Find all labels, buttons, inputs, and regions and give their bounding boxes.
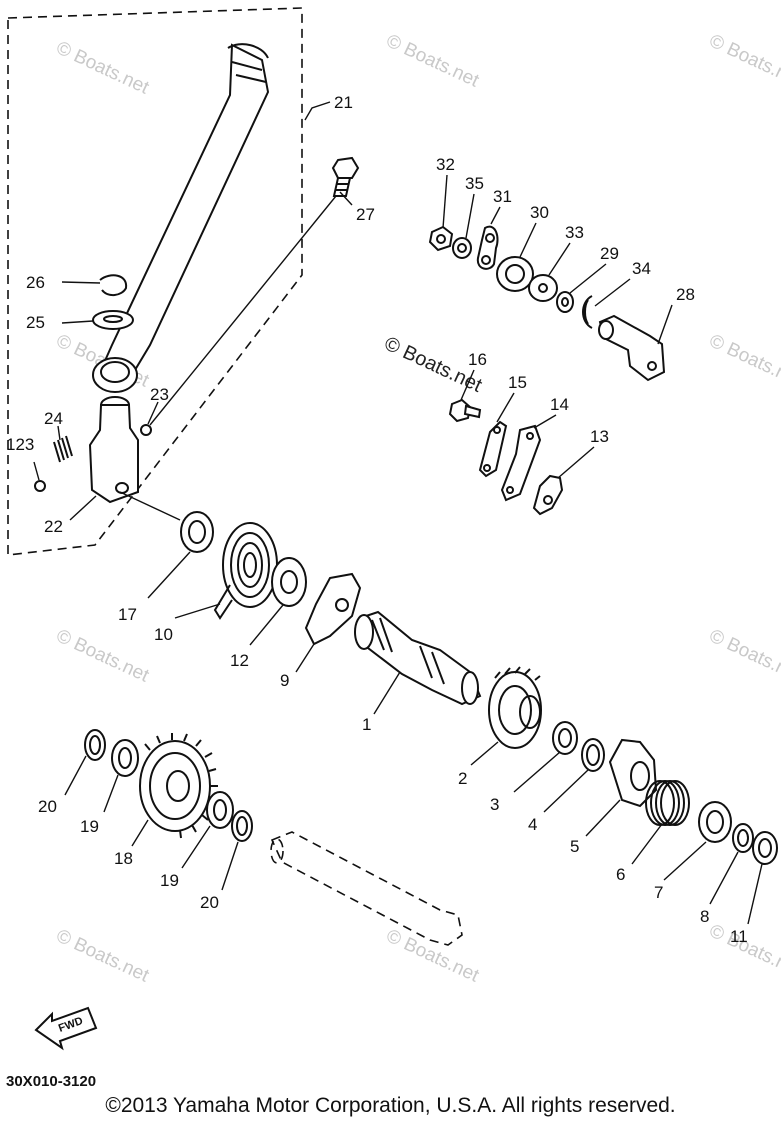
circlip-34 <box>582 295 593 329</box>
spring-6 <box>645 780 690 826</box>
watermark: © Boats.net <box>706 330 781 391</box>
copyright-notice: ©2013 Yamaha Motor Corporation, U.S.A. A… <box>105 1094 676 1117</box>
circlip-20 <box>84 729 106 761</box>
spring-24 <box>53 435 73 463</box>
reference-shaft <box>270 831 463 946</box>
callout-32: 32 <box>436 155 455 174</box>
callout-1: 1 <box>362 715 371 734</box>
kick-axle-1 <box>354 610 482 706</box>
circlip-4 <box>581 738 605 772</box>
circlip-26 <box>99 274 128 296</box>
callout-31: 31 <box>493 187 512 206</box>
callout-5: 5 <box>570 837 579 856</box>
callout-16: 16 <box>468 350 487 369</box>
bolt-27 <box>331 156 360 197</box>
washer-3 <box>552 721 578 755</box>
callout-22: 22 <box>44 517 63 536</box>
nut-32 <box>428 225 454 252</box>
plate-14 <box>500 424 542 502</box>
watermark: © Boats.net <box>53 37 153 98</box>
oil-seal-17 <box>180 511 214 553</box>
bearing-30 <box>496 256 534 292</box>
callout-10: 10 <box>154 625 173 644</box>
watermark: © Boats.net <box>383 925 483 986</box>
stopper-plate-9 <box>304 572 362 646</box>
callout-34: 34 <box>632 259 651 278</box>
callout-4: 4 <box>528 815 537 834</box>
washer-7 <box>698 801 732 843</box>
plate-15 <box>478 420 508 478</box>
circlip-20 <box>231 810 253 842</box>
callout-3: 3 <box>490 795 499 814</box>
callout-27: 27 <box>356 205 375 224</box>
callout-9: 9 <box>280 671 289 690</box>
kick-axle-28 <box>598 314 666 382</box>
callout-15: 15 <box>508 373 527 392</box>
callout-28: 28 <box>676 285 695 304</box>
watermark: © Boats.net <box>53 625 153 686</box>
callout-23: 23 <box>150 385 169 404</box>
callout-14: 14 <box>550 395 569 414</box>
callout-35: 35 <box>465 174 484 193</box>
washer-11 <box>752 831 778 865</box>
callout-33: 33 <box>565 223 584 242</box>
watermark: © Boats.net <box>53 925 153 986</box>
watermark: © Boats.net <box>706 30 781 91</box>
washer-25 <box>92 310 134 330</box>
plate-31 <box>476 225 499 270</box>
callout-8: 8 <box>700 907 709 926</box>
leader-lines <box>33 101 763 925</box>
washer-33 <box>528 274 558 302</box>
callout-26: 26 <box>26 273 45 292</box>
washer-12 <box>271 557 307 607</box>
ratchet-5 <box>608 738 658 808</box>
washer-29 <box>556 291 574 313</box>
ball-23 <box>140 424 152 436</box>
callout-2: 2 <box>458 769 467 788</box>
washer-19 <box>111 739 139 777</box>
callout-20: 20 <box>38 797 57 816</box>
callout-12: 12 <box>230 651 249 670</box>
circlip-8 <box>732 823 754 853</box>
callout-18: 18 <box>114 849 133 868</box>
callout-13: 13 <box>590 427 609 446</box>
kick-gear-2 <box>488 666 542 749</box>
forward-arrow-icon: FWD <box>34 1006 98 1051</box>
callout-20: 20 <box>200 893 219 912</box>
callout-29: 29 <box>600 244 619 263</box>
callout-123: 123 <box>6 435 34 454</box>
callout-25: 25 <box>26 313 45 332</box>
kick-crank-lever <box>92 43 270 393</box>
ball-23 <box>34 480 46 492</box>
plate-13 <box>532 474 564 516</box>
callout-labels: 21 27 26 25 23 24 123 22 32 35 31 30 33 … <box>6 93 748 946</box>
drawing-code: 30X010-3120 <box>6 1073 96 1090</box>
bolt-16 <box>448 398 482 423</box>
washer-35 <box>452 237 472 259</box>
reference-shaft-end <box>270 838 284 864</box>
kick-boss-22 <box>88 396 139 504</box>
torsion-spring-10 <box>213 522 278 620</box>
washer-19 <box>206 791 234 829</box>
watermark: © Boats.net <box>706 625 781 686</box>
watermarks: © Boats.net © Boats.net © Boats.net © Bo… <box>53 30 781 986</box>
callout-7: 7 <box>654 883 663 902</box>
callout-30: 30 <box>530 203 549 222</box>
callout-19: 19 <box>80 817 99 836</box>
idler-gear-18 <box>139 733 218 839</box>
callout-6: 6 <box>616 865 625 884</box>
watermark: © Boats.net <box>383 30 483 91</box>
callout-11: 11 <box>730 927 748 946</box>
callout-17: 17 <box>118 605 137 624</box>
callout-19: 19 <box>160 871 179 890</box>
callout-21: 21 <box>334 93 353 112</box>
callout-24: 24 <box>44 409 63 428</box>
kick-arm-group-boundary <box>7 7 303 556</box>
